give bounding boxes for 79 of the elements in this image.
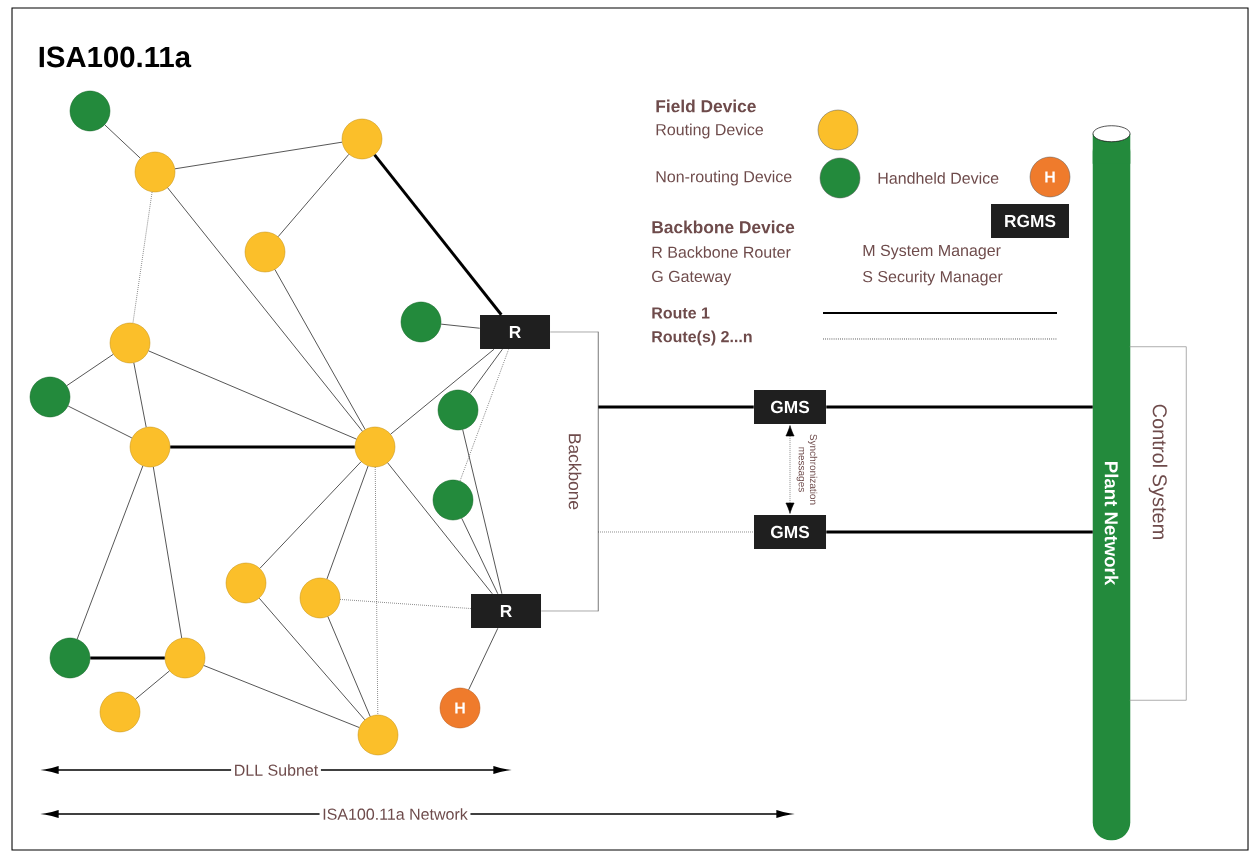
link-line <box>259 461 362 569</box>
link-line <box>597 531 755 533</box>
device-circle <box>225 562 267 604</box>
device-circle <box>354 426 396 468</box>
link-line <box>170 445 355 449</box>
link-line <box>390 348 495 435</box>
legend-box: RGMS <box>991 204 1069 238</box>
legend-letter: H <box>1045 171 1055 183</box>
link-line <box>387 462 493 595</box>
link-line <box>258 597 366 721</box>
device-circle <box>164 637 206 679</box>
link-line <box>826 405 1093 409</box>
device-circle <box>134 151 176 193</box>
link-line <box>104 124 141 159</box>
link-line <box>153 466 183 639</box>
device-circle <box>357 714 399 756</box>
link-line <box>76 465 144 640</box>
router-box: R <box>471 594 541 628</box>
legend-heading: Backbone Device <box>652 220 795 234</box>
link-line <box>203 665 360 728</box>
link-line <box>132 191 153 324</box>
link-line <box>374 466 379 716</box>
legend-text: Routing Device <box>656 123 763 139</box>
link-line <box>90 656 165 660</box>
link-line <box>785 425 795 514</box>
device-circle <box>244 231 286 273</box>
control-system-bracket: Control System <box>1129 346 1187 701</box>
legend-text: Handheld Device <box>878 172 999 184</box>
link-line <box>339 599 472 609</box>
link-line <box>826 530 1093 534</box>
device-circle <box>49 637 91 679</box>
link-line <box>167 187 363 432</box>
link-line <box>461 517 499 595</box>
device-circle <box>299 577 341 619</box>
device-circle <box>109 322 151 364</box>
device-circle <box>99 691 141 733</box>
link-line <box>462 429 503 595</box>
device-circle <box>400 301 442 343</box>
legend-text: R Backbone Router <box>652 246 791 258</box>
device-circle <box>129 426 171 468</box>
link-line <box>274 269 366 430</box>
edge-label: Synchronization messages <box>796 434 818 505</box>
device-circle <box>69 90 111 132</box>
title: ISA100.11a <box>39 46 192 68</box>
gateway-box: GMS <box>754 390 826 424</box>
legend-heading: Field Device <box>656 99 756 113</box>
legend-text: Route 1 <box>652 307 710 319</box>
link-line <box>327 616 371 717</box>
link-line <box>174 141 343 170</box>
backbone-bracket: Backbone <box>568 331 599 612</box>
link-line <box>598 405 754 409</box>
link-line <box>148 350 357 440</box>
link-line <box>440 323 481 329</box>
link-line <box>549 331 599 333</box>
legend-text: S Security Manager <box>863 270 1003 286</box>
device-circle <box>341 118 383 160</box>
link-line <box>133 362 147 428</box>
legend-text: Route(s) 2...n <box>652 330 752 346</box>
gateway-box: GMS <box>754 515 826 549</box>
device-circle <box>437 389 479 431</box>
link-line <box>459 348 509 482</box>
router-box: R <box>480 315 550 349</box>
link-line <box>67 405 133 439</box>
link-line <box>326 465 369 580</box>
link-line <box>540 610 599 612</box>
legend-text: Non-routing Device <box>656 170 792 186</box>
device-circle <box>29 376 71 418</box>
legend-text: G Gateway <box>652 270 732 286</box>
link-line <box>277 154 350 237</box>
link-line <box>468 627 499 690</box>
link-line <box>373 153 503 316</box>
device-circle <box>432 479 474 521</box>
link-line <box>66 354 114 386</box>
plant-network-cylinder: Plant Network <box>1092 125 1131 841</box>
legend-text: M System Manager <box>863 244 1001 260</box>
link-line <box>135 670 170 700</box>
dimension-label: DLL Subnet <box>231 761 321 779</box>
link-line <box>469 348 503 394</box>
dimension-label: ISA100.11a Network <box>319 805 471 823</box>
